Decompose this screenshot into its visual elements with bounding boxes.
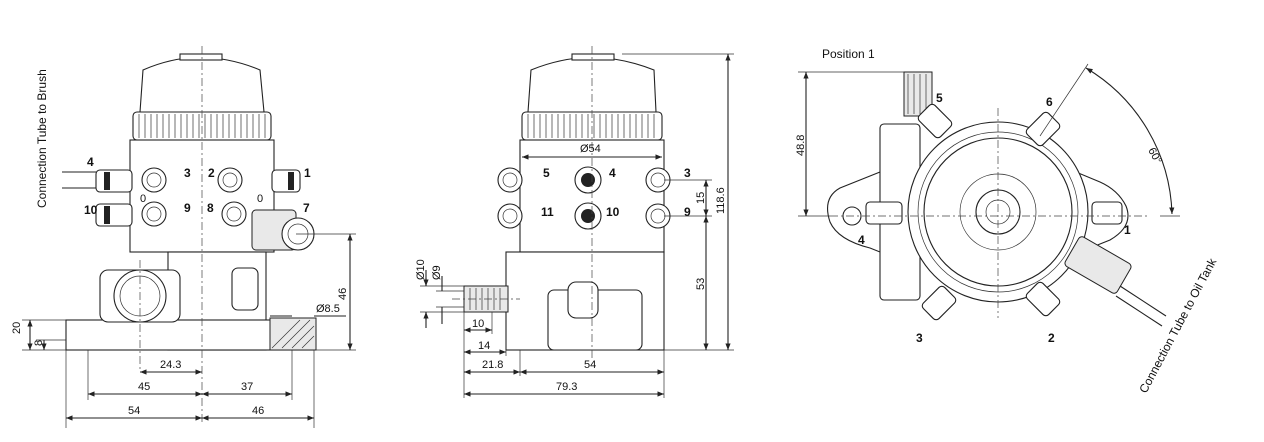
top-port-5: 5 — [936, 91, 943, 105]
dim-side-15: 15 — [695, 192, 707, 204]
top-port-6: 6 — [1046, 95, 1053, 109]
dim-front-24-3: 24.3 — [160, 359, 181, 371]
dim-side-21-8: 21.8 — [482, 359, 503, 371]
top-view: Position 1 5 6 4 1 3 2 Connection Tube t… — [795, 47, 1220, 395]
front-zero-a: 0 — [140, 193, 146, 205]
dim-front-46b: 46 — [252, 405, 264, 417]
caption-tube-oil: Connection Tube to Oil Tank — [1136, 255, 1220, 395]
top-port-4: 4 — [858, 233, 865, 247]
front-zero-b: 0 — [257, 193, 263, 205]
dim-side-79-3: 79.3 — [556, 381, 577, 393]
front-fittings — [95, 167, 315, 251]
front-dimensions: 20 8 24.3 45 37 54 46 46 Ø8.5 — [11, 233, 356, 428]
front-cap-top — [179, 53, 223, 61]
front-port-9: 9 — [184, 201, 191, 215]
dim-top-48-8: 48.8 — [795, 135, 807, 156]
side-port-5: 5 — [543, 166, 550, 180]
side-dimensions: Ø54 Ø10 Ø9 10 14 21.8 54 79.3 15 53 — [415, 53, 734, 398]
front-port-2: 2 — [208, 166, 215, 180]
dim-front-54: 54 — [128, 405, 140, 417]
side-view: 5 4 3 11 10 9 Ø54 Ø10 Ø9 10 14 21.8 54 7 — [415, 46, 734, 398]
front-port-8: 8 — [207, 201, 214, 215]
top-dimensions: 48.8 60° — [795, 63, 1180, 217]
front-collar-ribs — [138, 114, 266, 138]
front-view: 4 3 2 1 10 9 8 7 0 0 Connection Tube to … — [11, 46, 356, 428]
front-port-3: 3 — [184, 166, 191, 180]
front-base-hatch — [269, 317, 317, 351]
dim-side-dia-10: Ø10 — [415, 259, 427, 280]
dim-side-118-6: 118.6 — [715, 187, 727, 214]
front-window — [231, 267, 259, 311]
dim-front-37: 37 — [241, 381, 253, 393]
dim-side-54: 54 — [584, 359, 596, 371]
dim-front-dia-8-5: Ø8.5 — [316, 303, 340, 315]
dim-top-angle-60: 60° — [1145, 146, 1163, 166]
side-port-3: 3 — [684, 166, 691, 180]
top-port-3: 3 — [916, 331, 923, 345]
front-port-4: 4 — [87, 155, 94, 169]
top-port-2: 2 — [1048, 331, 1055, 345]
caption-position-1: Position 1 — [822, 47, 875, 61]
dim-side-dia-9: Ø9 — [431, 265, 443, 280]
dim-front-45: 45 — [138, 381, 150, 393]
dim-side-10: 10 — [472, 318, 484, 330]
front-port-7: 7 — [303, 201, 310, 215]
dim-front-8: 8 — [33, 340, 45, 346]
caption-tube-brush: Connection Tube to Brush — [35, 69, 49, 208]
dim-front-20: 20 — [11, 322, 23, 334]
side-port-10: 10 — [606, 205, 620, 219]
front-port-10: 10 — [84, 203, 98, 217]
side-port-4: 4 — [609, 166, 616, 180]
top-port-1: 1 — [1124, 223, 1131, 237]
dim-side-53: 53 — [695, 278, 707, 290]
side-port-11: 11 — [541, 205, 554, 219]
dim-front-46: 46 — [337, 288, 349, 300]
dim-side-dia-54: Ø54 — [580, 143, 601, 155]
dim-side-14: 14 — [478, 340, 490, 352]
side-fittings — [497, 166, 671, 230]
side-port-9: 9 — [684, 205, 691, 219]
front-port-1: 1 — [304, 166, 311, 180]
